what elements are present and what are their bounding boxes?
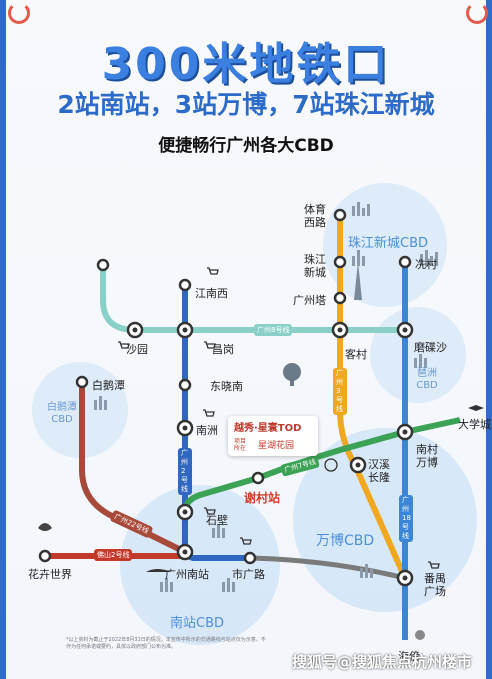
graduation-cap-icon — [468, 405, 484, 411]
right-border — [486, 0, 492, 679]
station-jiangnanxi — [178, 278, 192, 292]
label-panyuguangchang: 番禺 广场 — [424, 572, 446, 598]
station-terminus-8 — [96, 258, 110, 272]
label-changgang: 昌岗 — [212, 343, 234, 356]
label-daxuecheng: 大学城 — [458, 418, 491, 431]
binder-ring-icon — [8, 2, 30, 24]
page-subtitle: 2站南站，3站万博，7站珠江新城 — [57, 90, 435, 119]
canton-tower-icon — [354, 262, 362, 300]
tag-foshan-2: 佛山2号线 — [94, 549, 133, 561]
station-baietan — [75, 375, 89, 389]
label-guangzhounanzhan: 广州南站 — [165, 568, 209, 581]
tag-line-2: 广州2号线 — [178, 448, 192, 495]
label-shiguanglu: 市广路 — [232, 568, 265, 581]
shopping-cart-icons — [118, 267, 440, 569]
left-border — [0, 0, 6, 679]
page-tagline: 便捷畅行广州各大CBD — [158, 136, 334, 156]
area-label-wanbo: 万博CBD — [316, 533, 375, 549]
tag-line-3: 广州3号线 — [333, 368, 347, 415]
station-guangzhouta — [333, 291, 347, 305]
label-guangzhouta: 广州塔 — [293, 294, 326, 307]
label-tiyuxilu: 体育 西路 — [304, 203, 326, 229]
label-nancunwanbo: 南村 万博 — [416, 443, 438, 469]
station-xiecun — [251, 471, 265, 485]
project-name: 星湖花园 — [258, 441, 295, 451]
label-hainansha: 海傍 — [398, 650, 420, 663]
label-dongxiaonan: 东晓南 — [210, 380, 243, 393]
tag-line-8: 广州8号线 — [254, 324, 293, 336]
nanzhan-cbd-zone — [120, 485, 280, 645]
area-label-pazhou: 琶洲 CBD — [416, 368, 438, 391]
train-icon — [146, 569, 172, 572]
area-label-baietan: 白鹅潭 CBD — [47, 402, 77, 425]
gear-icon — [415, 630, 425, 640]
label-shayuan: 沙园 — [126, 343, 148, 356]
label-xiancun: 冼村 — [415, 258, 437, 271]
label-shibi: 石壁 — [206, 514, 228, 527]
ferris-wheel-icon — [324, 458, 338, 472]
binder-ring-icon — [466, 2, 488, 24]
label-xiecun: 谢村站 — [244, 491, 281, 505]
watermark: 搜狐号@搜狐焦点杭州楼市 — [292, 653, 473, 671]
label-hanxichanglong: 汉溪 长隆 — [368, 458, 390, 484]
label-zhujiangxincheng: 珠江 新城 — [304, 253, 326, 279]
label-kecun: 客村 — [345, 348, 367, 361]
park-icon — [283, 363, 301, 381]
label-nanzhou: 南洲 — [196, 424, 218, 437]
line-7-south-track — [249, 555, 406, 581]
area-label-zhujiang: 珠江新城CBD — [348, 236, 429, 251]
station-shiguanglu — [243, 551, 257, 565]
project-brand: 越秀·星寰TOD — [234, 423, 302, 434]
skyline-icons — [94, 202, 438, 592]
project-card[interactable]: 越秀·星寰TOD 项目所在 星湖花园 — [228, 416, 318, 456]
area-label-nanzhan: 南站CBD — [170, 616, 225, 631]
flower-icon — [38, 523, 52, 531]
station-tiyuxilu — [333, 208, 347, 222]
station-dongxiaonan — [178, 378, 192, 392]
footer-note: *以上资料为截止于2022年8月31日的情况。本宣传中所示的交通路线与站点仅为示… — [66, 637, 266, 650]
station-xiancun — [398, 255, 412, 269]
label-baietan: 白鹅潭 — [92, 379, 125, 392]
label-modiesha: 磨碟沙 — [414, 341, 447, 354]
project-pin-text: 项目所在 — [234, 438, 247, 452]
station-zhujiangxincheng — [333, 255, 347, 269]
page-title: 300米地铁口 — [101, 39, 391, 90]
line-22-track — [79, 382, 187, 555]
tag-line-18: 广州18号线 — [399, 495, 413, 542]
label-jiangnanxi: 江南西 — [195, 287, 228, 300]
label-huahuishijie: 花卉世界 — [28, 568, 72, 581]
station-huahuishijie — [38, 549, 52, 563]
